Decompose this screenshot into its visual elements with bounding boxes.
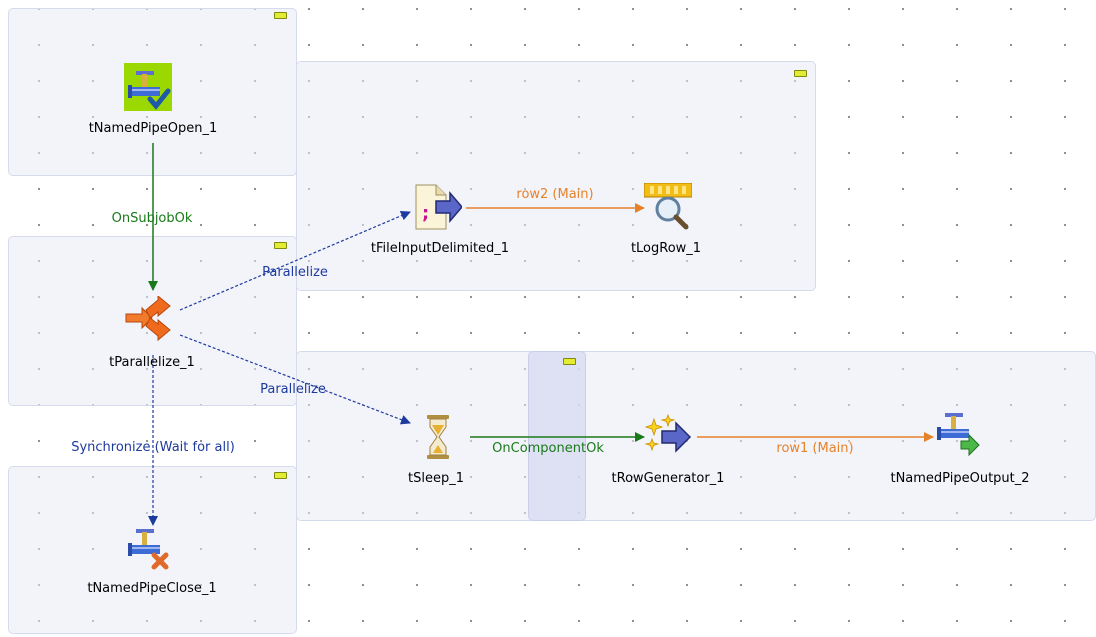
component-label-row-generator: tRowGenerator_1 (611, 471, 725, 486)
pipe-open-icon (124, 63, 172, 111)
subjob-file-input[interactable] (296, 61, 816, 291)
component-label-log-row: tLogRow_1 (630, 241, 702, 256)
component-label-sleep: tSleep_1 (408, 471, 464, 486)
link-label-parallelize-a[interactable]: Parallelize (262, 265, 328, 280)
log-row-icon (644, 183, 692, 230)
component-label-named-pipe-close: tNamedPipeClose_1 (87, 581, 217, 596)
parallelize-icon (125, 296, 171, 342)
link-label-parallelize-b[interactable]: Parallelize (260, 382, 326, 397)
hourglass-icon (427, 415, 449, 459)
component-named-pipe-output[interactable] (933, 409, 981, 457)
link-label-synchronize[interactable]: Synchronize (Wait for all) (71, 440, 235, 455)
component-log-row[interactable] (644, 183, 692, 231)
component-label-named-pipe-output: tNamedPipeOutput_2 (890, 471, 1030, 486)
collapse-button[interactable] (274, 12, 287, 19)
svg-text:;: ; (422, 203, 429, 224)
collapse-button[interactable] (274, 472, 287, 479)
link-label-on-subjob-ok[interactable]: OnSubjobOk (111, 211, 193, 226)
file-input-delimited-icon: ; (415, 184, 462, 230)
collapse-button[interactable] (274, 242, 287, 249)
link-label-on-component-ok[interactable]: OnComponentOk (492, 441, 604, 456)
component-label-parallelize: tParallelize_1 (109, 355, 195, 370)
subjob-row-generator-band[interactable] (528, 351, 586, 521)
component-row-generator[interactable] (644, 413, 692, 461)
component-parallelize[interactable] (124, 296, 172, 344)
component-sleep[interactable] (414, 413, 462, 461)
component-label-file-input-delimited: tFileInputDelimited_1 (370, 241, 510, 256)
component-label-named-pipe-open: tNamedPipeOpen_1 (88, 121, 218, 136)
component-named-pipe-open[interactable] (124, 63, 172, 111)
collapse-button[interactable] (563, 358, 576, 365)
link-label-row2[interactable]: row2 (Main) (516, 187, 594, 202)
pipe-output-icon (937, 413, 980, 457)
component-file-input-delimited[interactable]: ; (414, 183, 462, 231)
pipe-close-icon (128, 529, 169, 570)
link-label-row1[interactable]: row1 (Main) (776, 441, 854, 456)
row-generator-icon (644, 413, 692, 453)
collapse-button[interactable] (794, 70, 807, 77)
component-named-pipe-close[interactable] (124, 523, 172, 571)
